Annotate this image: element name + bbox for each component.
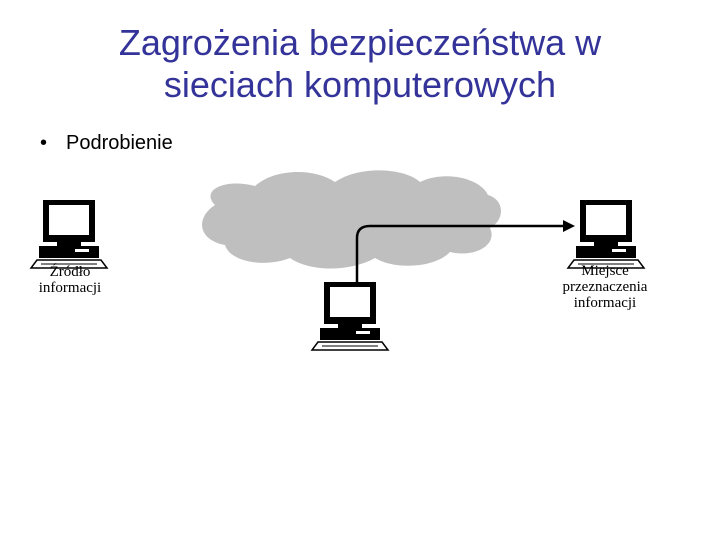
source-computer-icon	[29, 200, 109, 269]
bullet-item: • Podrobienie	[40, 132, 173, 155]
destination-label-line-1: Miejsce	[581, 263, 629, 279]
source-label-line-2: informacji	[38, 280, 102, 296]
destination-label-line-2: przeznaczenia	[562, 279, 648, 295]
bullet-text: Podrobienie	[66, 132, 173, 154]
source-label: Źródło informacji	[20, 264, 120, 296]
source-label-line-1: Źródło	[49, 264, 91, 280]
slide-title: Zagrożenia bezpieczeństwa w sieciach kom…	[0, 22, 720, 106]
destination-computer-icon	[566, 200, 646, 269]
forged-connection-arrow	[355, 220, 575, 282]
intruder-computer-icon	[310, 282, 390, 351]
destination-label: Miejsce przeznaczenia informacji	[545, 263, 665, 311]
network-cloud	[202, 170, 502, 269]
slide-title-line-1: Zagrożenia bezpieczeństwa w	[118, 22, 602, 63]
bullet-marker: •	[40, 132, 48, 154]
destination-label-line-3: informacji	[573, 295, 637, 311]
slide-title-line-2: sieciach komputerowych	[163, 64, 557, 105]
